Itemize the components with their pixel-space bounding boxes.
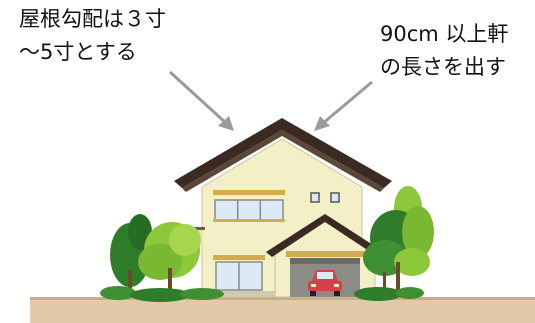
eaves-arrow (314, 80, 373, 131)
tree-left-dark (110, 214, 152, 297)
lower-window (215, 261, 263, 291)
roof-pitch-annotation: 屋根勾配は３寸 ～5寸とする (19, 3, 166, 69)
upper-window (213, 199, 285, 222)
house (174, 118, 392, 298)
tree-right (363, 186, 434, 297)
eaves-line-2: の長さを出す (380, 55, 506, 79)
small-window-1 (310, 192, 320, 203)
roof-pitch-arrow (168, 70, 234, 131)
car (308, 270, 342, 296)
eaves-line-1: 90cm 以上軒 (380, 22, 509, 46)
small-window-2 (330, 192, 340, 203)
roof-pitch-line-1: 屋根勾配は３寸 (19, 7, 166, 31)
tree-left-light (138, 222, 201, 297)
shrub-left (100, 286, 224, 302)
shrub-right (354, 287, 424, 301)
roof-pitch-line-2: ～5寸とする (19, 40, 137, 64)
eaves-annotation: 90cm 以上軒 の長さを出す (380, 18, 508, 84)
ground (30, 297, 535, 323)
